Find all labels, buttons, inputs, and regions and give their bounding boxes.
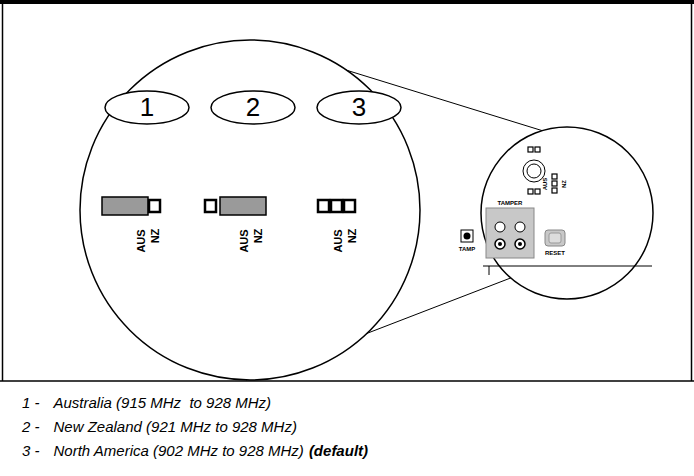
caption-number: 1 -	[22, 395, 40, 410]
jumper-label: AUS	[333, 229, 344, 252]
board-label: TAMP	[459, 246, 476, 252]
caption-number: 3 -	[22, 443, 40, 458]
caption-text: New Zealand (921 MHz to 928 MHz)	[54, 419, 297, 434]
board-label: TAMPER	[498, 200, 523, 206]
option-number: 3	[352, 92, 366, 123]
caption-text: Australia (915 MHz to 928 MHz)	[54, 395, 272, 410]
jumper-label: NZ	[150, 229, 161, 244]
jumper-label: AUS	[136, 229, 147, 252]
jumper-label: AUS	[542, 178, 548, 191]
caption-row: 3 - North America (902 MHz to 928 MHz) (de…	[22, 443, 373, 458]
option-ellipse: 1	[104, 90, 190, 125]
caption-row: 2 - New Zealand (921 MHz to 928 MHz)	[22, 419, 302, 434]
board-label: RESET	[545, 250, 565, 256]
jumper-label: NZ	[561, 180, 567, 188]
option-ellipse: 3	[316, 90, 402, 125]
default-mark: (default)	[309, 443, 368, 458]
jumper-label: AUS	[239, 229, 250, 252]
caption-row: 1 - Australia (915 MHz to 928 MHz)	[22, 395, 276, 410]
option-ellipse: 2	[210, 90, 296, 125]
option-number: 1	[140, 92, 154, 123]
jumper-label: NZ	[253, 229, 264, 244]
option-number: 2	[246, 92, 260, 123]
jumper-label: NZ	[347, 229, 358, 244]
caption-number: 2 -	[22, 419, 40, 434]
caption-text: North America (902 MHz to 928 MHz)	[54, 443, 304, 458]
